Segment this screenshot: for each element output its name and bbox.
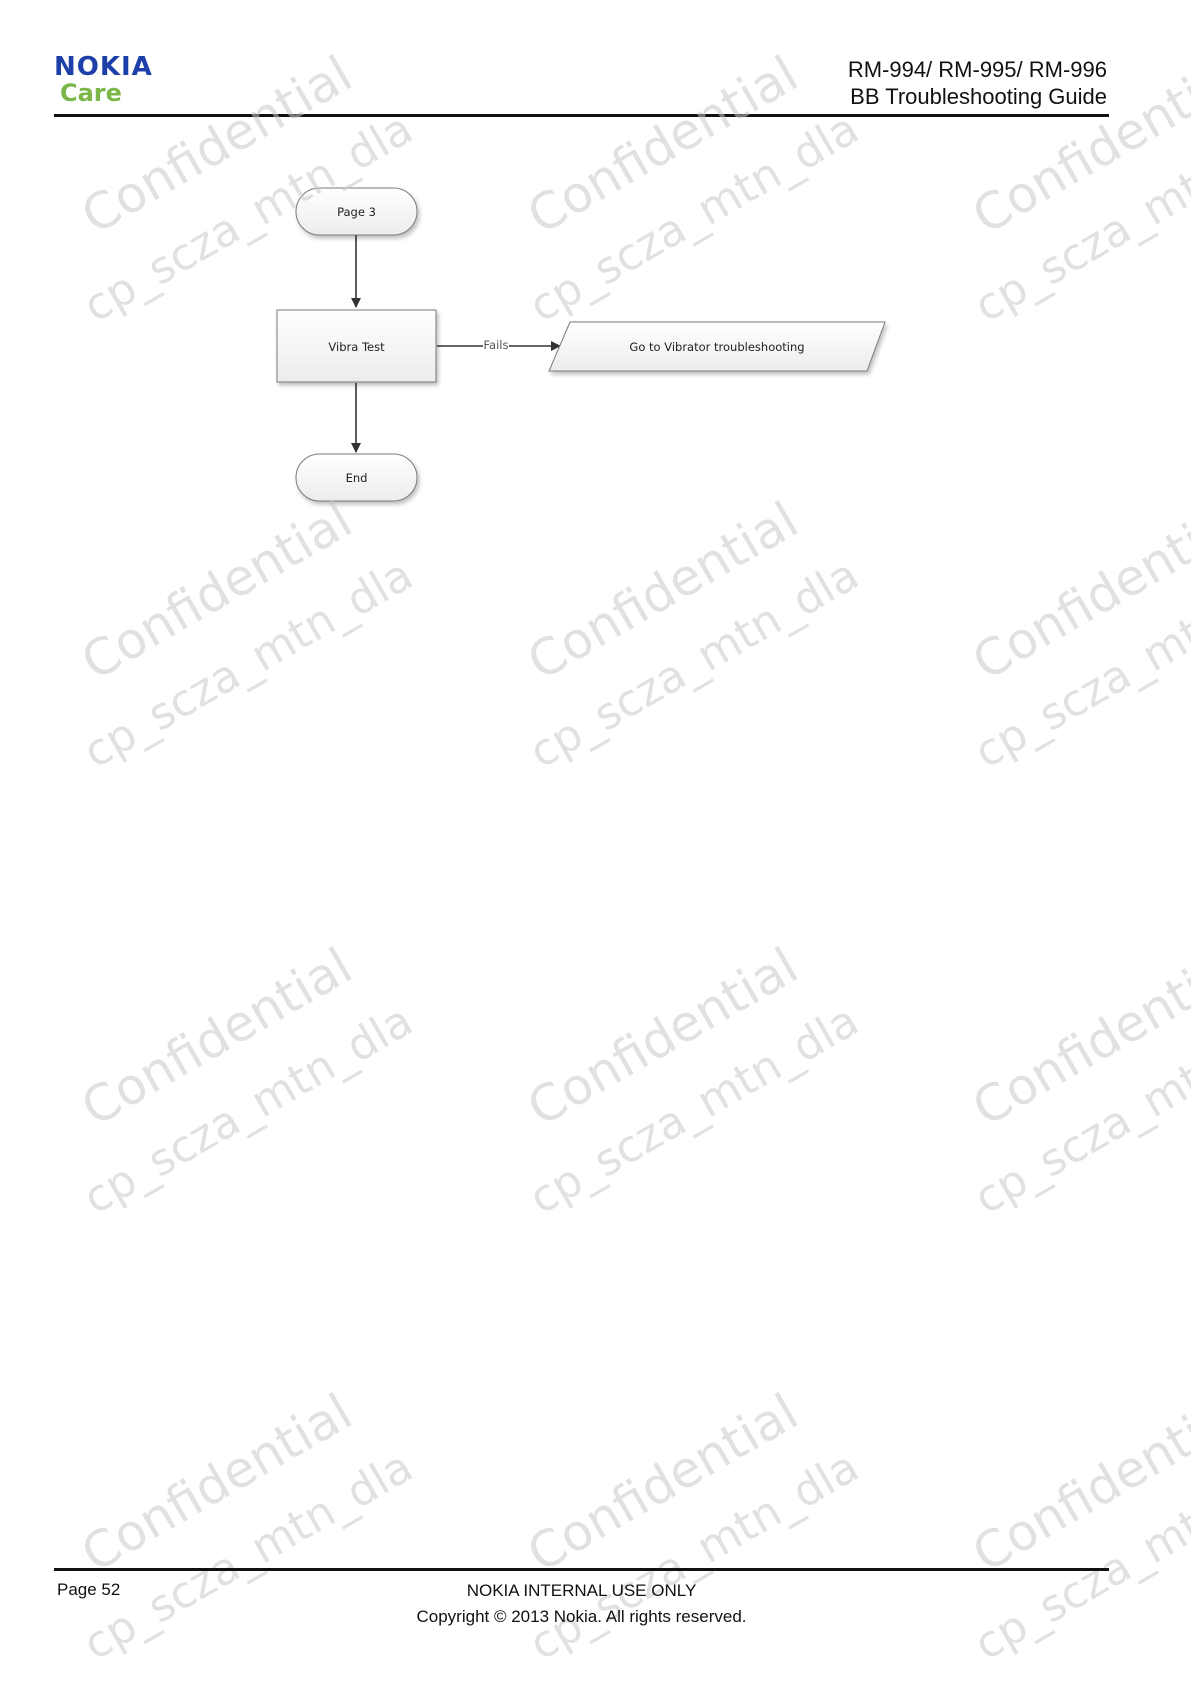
doc-title-line1: RM-994/ RM-995/ RM-996: [847, 57, 1107, 82]
flowchart: Page 3 Vibra Test Fails Go to Vibrator t…: [276, 187, 886, 502]
watermark-confidential: Confidential: [72, 937, 362, 1138]
document-title: RM-994/ RM-995/ RM-996 BB Troubleshootin…: [848, 56, 1107, 110]
watermark-confidential: Confidential: [518, 937, 808, 1138]
end-terminator-label: End: [346, 471, 368, 485]
start-terminator-label: Page 3: [337, 205, 376, 219]
watermark-confidential: Confidential: [963, 1383, 1191, 1584]
footer-notice: NOKIA INTERNAL USE ONLY Copyright © 2013…: [0, 1578, 1163, 1630]
watermark-confidential: Confidential: [72, 1383, 362, 1584]
watermark-confidential: Confidential: [963, 937, 1191, 1138]
start-terminator: [295, 187, 418, 236]
watermark-user-id: cp_scza_mtn_dla: [521, 549, 867, 778]
vibra-test-label: Vibra Test: [328, 340, 385, 354]
internal-use-notice: NOKIA INTERNAL USE ONLY: [466, 1581, 697, 1600]
watermark-confidential: Confidential: [518, 1383, 808, 1584]
watermark-user-id: cp_scza_mtn_dla: [521, 1441, 867, 1670]
logo-nokia-text: NOKIA: [54, 52, 153, 82]
header-divider: [54, 114, 1109, 117]
end-terminator: [295, 453, 418, 502]
watermark-user-id: cp_scza_mtn_dla: [966, 1441, 1191, 1670]
doc-title-line2: BB Troubleshooting Guide: [850, 84, 1107, 109]
vibrator-troubleshooting-action: [548, 321, 886, 372]
watermark-user-id: cp_scza_mtn_dla: [75, 549, 421, 778]
copyright-notice: Copyright © 2013 Nokia. All rights reser…: [416, 1607, 747, 1626]
watermark-user-id: cp_scza_mtn_dla: [966, 549, 1191, 778]
logo-care-text: Care: [60, 79, 122, 107]
watermark-user-id: cp_scza_mtn_dla: [75, 995, 421, 1224]
watermark-user-id: cp_scza_mtn_dla: [966, 995, 1191, 1224]
page-number: Page 52: [57, 1580, 121, 1599]
watermark-user-id: cp_scza_mtn_dla: [521, 995, 867, 1224]
vibrator-troubleshooting-label: Go to Vibrator troubleshooting: [629, 340, 804, 354]
vibra-test-process: [276, 309, 437, 383]
fail-connector-label: Fails: [484, 338, 509, 352]
footer-divider: [54, 1568, 1109, 1571]
nokia-care-logo: NOKIA Care: [54, 54, 194, 110]
watermark-user-id: cp_scza_mtn_dla: [75, 1441, 421, 1670]
